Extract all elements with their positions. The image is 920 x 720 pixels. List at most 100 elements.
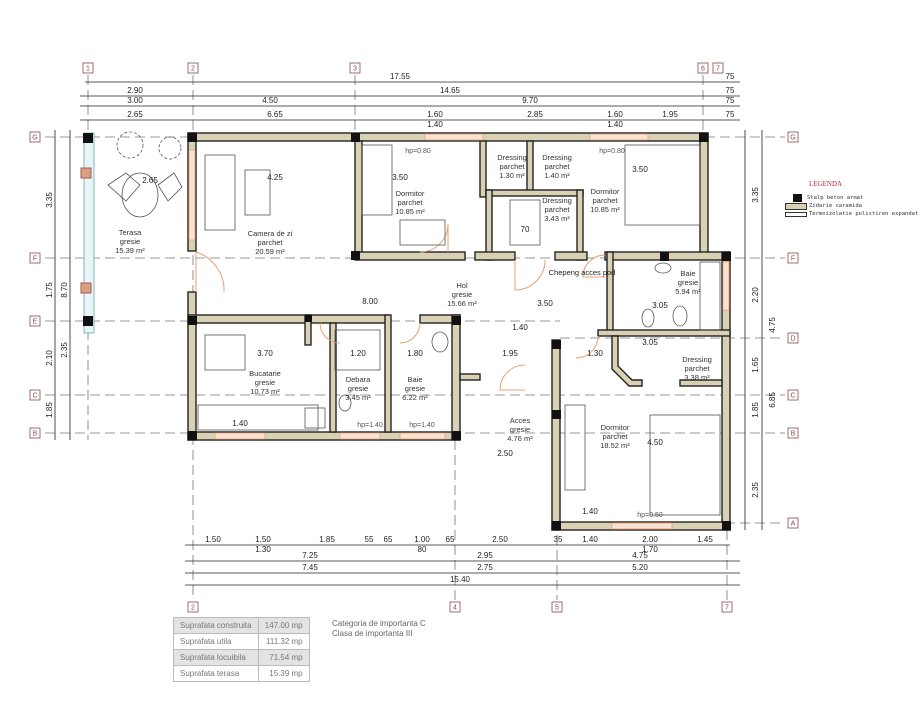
room-area: 10.85 m² bbox=[590, 205, 620, 214]
room-area: 20.59 m² bbox=[255, 247, 285, 256]
room-area: 10.85 m² bbox=[395, 207, 425, 216]
grid-axis-marker bbox=[187, 601, 199, 613]
dimension-label: 3.05 bbox=[652, 301, 668, 310]
grid-axis-label: 2 bbox=[191, 66, 195, 73]
grid-axis-label: 4 bbox=[453, 605, 457, 612]
grid-axis-marker bbox=[82, 62, 94, 74]
classification: Categoria de importanta C Clasa de impor… bbox=[332, 619, 426, 639]
legend-item-label: Zidarie caramida bbox=[809, 203, 862, 209]
sill-height-note: hp=0.50 bbox=[637, 512, 663, 519]
dimension-label: 35 bbox=[554, 535, 563, 544]
room-finish: gresie bbox=[255, 378, 275, 387]
grid-axis-label: 6 bbox=[701, 66, 705, 73]
dimension-label: 1.50 bbox=[255, 535, 271, 544]
dimension-label: 65 bbox=[384, 535, 393, 544]
grid-axis-label: G bbox=[32, 135, 37, 142]
area-value: 147.00 mp bbox=[257, 617, 310, 634]
room-finish: parchet bbox=[257, 238, 283, 247]
dimension-label: 2.65 bbox=[142, 176, 158, 185]
grid-axis-label: 1 bbox=[86, 66, 90, 73]
grid-axis-marker bbox=[187, 62, 199, 74]
room-area: 6.22 m² bbox=[402, 393, 428, 402]
attic-access-label: Chepeng acces pod bbox=[549, 268, 616, 277]
room-name: Dressing bbox=[497, 153, 527, 162]
dimension-label: 1.40 bbox=[512, 323, 528, 332]
dimension-label: 4.75 bbox=[632, 551, 648, 560]
dimension-label: 80 bbox=[418, 545, 427, 554]
dimension-label: 70 bbox=[521, 225, 530, 234]
room-area: 15.39 m² bbox=[115, 246, 145, 255]
grid-axis-label: 5 bbox=[555, 605, 559, 612]
grid-axis-label: C bbox=[790, 393, 795, 400]
dimension-label: 2.50 bbox=[492, 535, 508, 544]
room-name: Terasa bbox=[119, 228, 142, 237]
room-finish: gresie bbox=[348, 384, 368, 393]
windows bbox=[188, 133, 730, 530]
dimension-label: 9.70 bbox=[522, 96, 538, 105]
column-swatch-icon bbox=[793, 194, 802, 202]
room-area: 15.66 m² bbox=[447, 299, 477, 308]
room-area: 18.52 m² bbox=[600, 441, 630, 450]
room-name: Hol bbox=[456, 281, 468, 290]
legend-item: Termoizolatie polistiren expandat bbox=[785, 210, 918, 218]
grid-axis-label: E bbox=[33, 319, 38, 326]
dimension-label: 1.80 bbox=[407, 349, 423, 358]
dimension-label: 1.60 bbox=[427, 110, 443, 119]
area-value: 71.54 mp bbox=[257, 649, 310, 666]
dimension-label: 2.90 bbox=[127, 86, 143, 95]
grid-axis-label: G bbox=[790, 135, 795, 142]
dimension-label: 8.00 bbox=[362, 297, 378, 306]
room-finish: gresie bbox=[452, 290, 472, 299]
legend-item-label: Stalp beton armat bbox=[807, 195, 864, 201]
room-finish: parchet bbox=[544, 162, 570, 171]
grid-axis-label: C bbox=[32, 393, 37, 400]
dimension-label: 55 bbox=[365, 535, 374, 544]
dimension-label: 65 bbox=[446, 535, 455, 544]
sill-height-note: hp=0.80 bbox=[405, 148, 431, 155]
dimension-label: 3.50 bbox=[632, 165, 648, 174]
dimension-label: 75 bbox=[726, 72, 735, 81]
grid-axis-marker bbox=[29, 252, 41, 264]
dimension-label: 3.70 bbox=[257, 349, 273, 358]
grid-axis-label: 7 bbox=[716, 66, 720, 73]
dimension-label: 3.35 bbox=[751, 187, 760, 203]
dimension-label: 3.50 bbox=[537, 299, 553, 308]
room-name: Debara bbox=[346, 375, 371, 384]
legend-item: Zidarie caramida bbox=[785, 202, 918, 210]
grid-axis-marker bbox=[721, 601, 733, 613]
grid-axis-marker bbox=[787, 427, 799, 439]
dimension-label: 3.50 bbox=[392, 173, 408, 182]
dimension-label: 75 bbox=[726, 86, 735, 95]
dimension-label: 2.50 bbox=[497, 449, 513, 458]
dimension-label: 1.40 bbox=[232, 419, 248, 428]
dimension-label: 1.60 bbox=[607, 110, 623, 119]
grid-axis-marker bbox=[29, 131, 41, 143]
room-name: Dressing bbox=[682, 355, 712, 364]
grid-axis-label: 7 bbox=[725, 605, 729, 612]
room-finish: gresie bbox=[405, 384, 425, 393]
grid-axis-marker bbox=[787, 131, 799, 143]
doors bbox=[195, 223, 606, 391]
dimension-label: 6.65 bbox=[267, 110, 283, 119]
grid-axis-marker bbox=[712, 62, 724, 74]
room-finish: gresie bbox=[678, 278, 698, 287]
area-label: Suprafata utila bbox=[173, 633, 259, 650]
grid-axis-marker bbox=[787, 389, 799, 401]
dimension-label: 2.20 bbox=[751, 287, 760, 303]
dimension-label: 2.65 bbox=[127, 110, 143, 119]
dimension-label: 4.50 bbox=[262, 96, 278, 105]
dimension-label: 4.75 bbox=[768, 317, 777, 333]
room-finish: parchet bbox=[397, 198, 423, 207]
